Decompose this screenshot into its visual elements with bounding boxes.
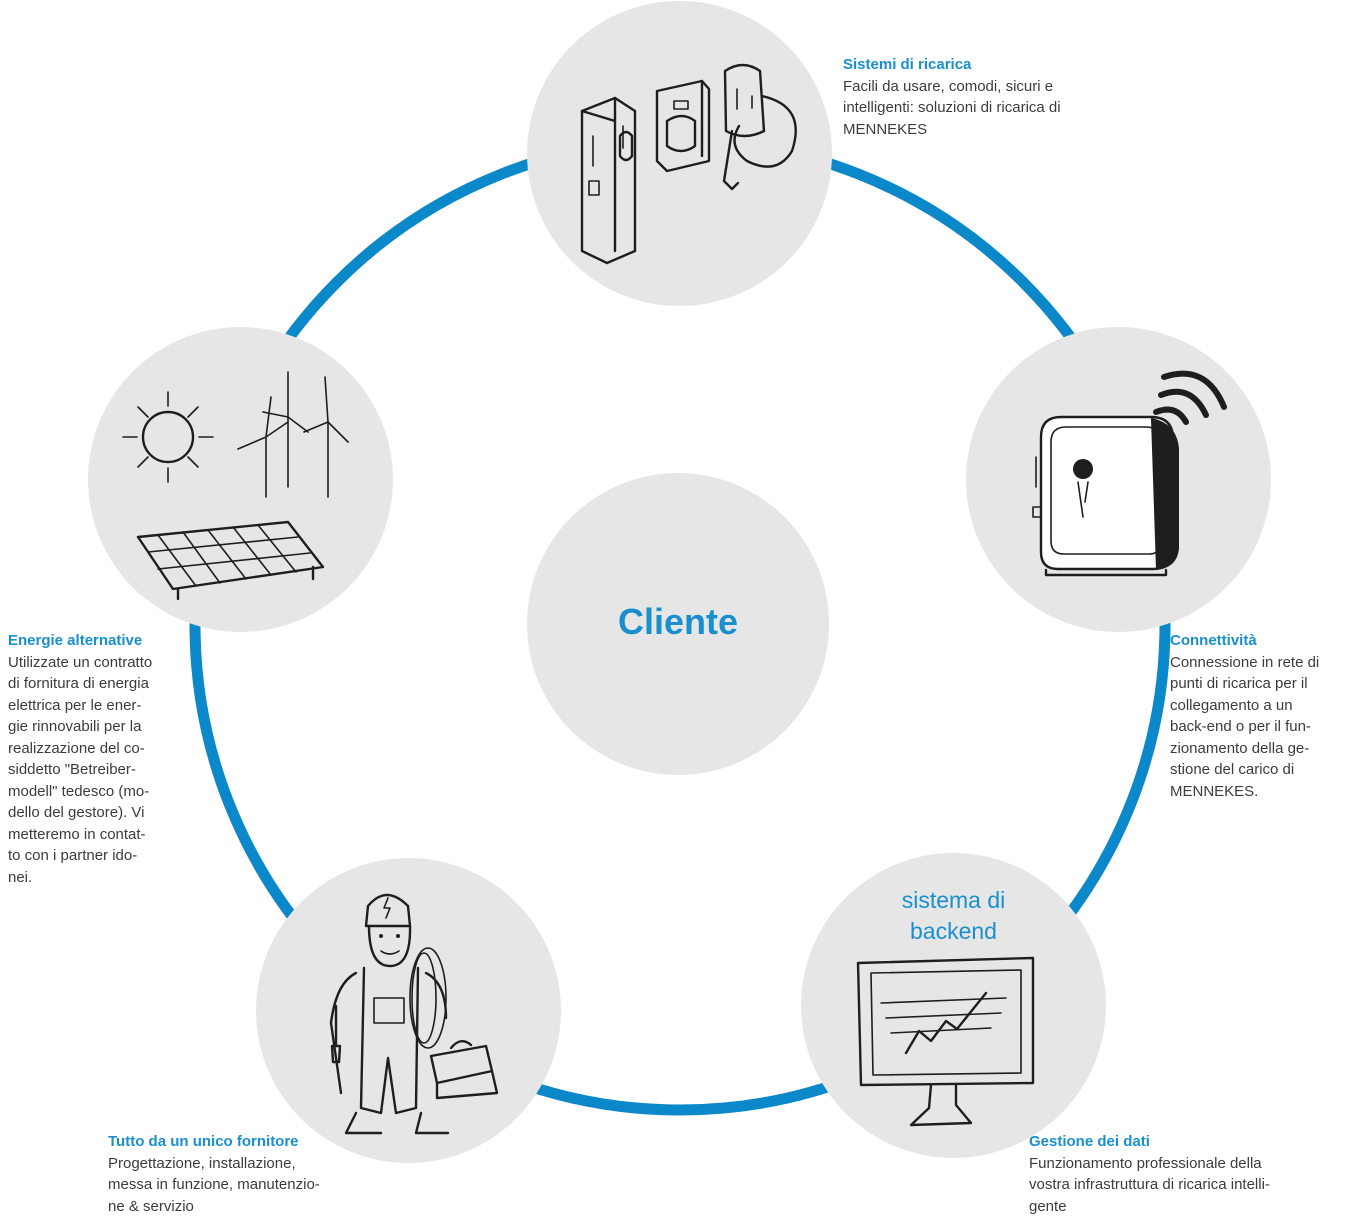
connectivity-node <box>966 327 1271 632</box>
backend-text: Funzionamento professionale della vostra… <box>1029 1154 1270 1215</box>
charging-text: Facili da usare, comodi, sicuri e intell… <box>843 77 1061 138</box>
energy-title: Energie alternative <box>8 632 143 649</box>
charging-stations-icon <box>580 63 797 265</box>
connectivity-title: Connettività <box>1170 632 1257 649</box>
center-circle: Cliente <box>527 473 829 775</box>
supplier-title: Tutto da un unico fornitore <box>108 1133 299 1150</box>
charging-node <box>527 1 832 306</box>
wireless-wallbox-icon <box>1032 370 1227 577</box>
backend-description: Gestione dei dati Funzionamento professi… <box>1029 1131 1349 1217</box>
electrician-icon <box>329 893 499 1135</box>
connectivity-text: Connessione in rete di punti di ricarica… <box>1170 653 1320 800</box>
supplier-text: Progettazione, installazione, messa in f… <box>108 1154 320 1215</box>
energy-text: Utilizzate un contratto di fornitura di … <box>8 653 153 886</box>
energy-description: Energie alternative Utilizzate un contra… <box>8 630 198 888</box>
supplier-description: Tutto da un unico fornitore Progettazion… <box>108 1131 398 1217</box>
monitor-chart-icon <box>856 956 1035 1127</box>
energy-node <box>88 327 393 632</box>
supplier-node <box>256 858 561 1163</box>
charging-title: Sistemi di ricarica <box>843 56 972 73</box>
backend-node: sistema di backend <box>801 853 1106 1158</box>
connectivity-description: Connettività Connessione in rete di punt… <box>1170 630 1370 802</box>
backend-title: Gestione dei dati <box>1029 1133 1150 1150</box>
sun-wind-solar-icon <box>122 371 349 601</box>
charging-description: Sistemi di ricarica Facili da usare, com… <box>843 54 1143 140</box>
backend-label: sistema di backend <box>901 887 1006 944</box>
center-label: Cliente <box>617 601 739 642</box>
